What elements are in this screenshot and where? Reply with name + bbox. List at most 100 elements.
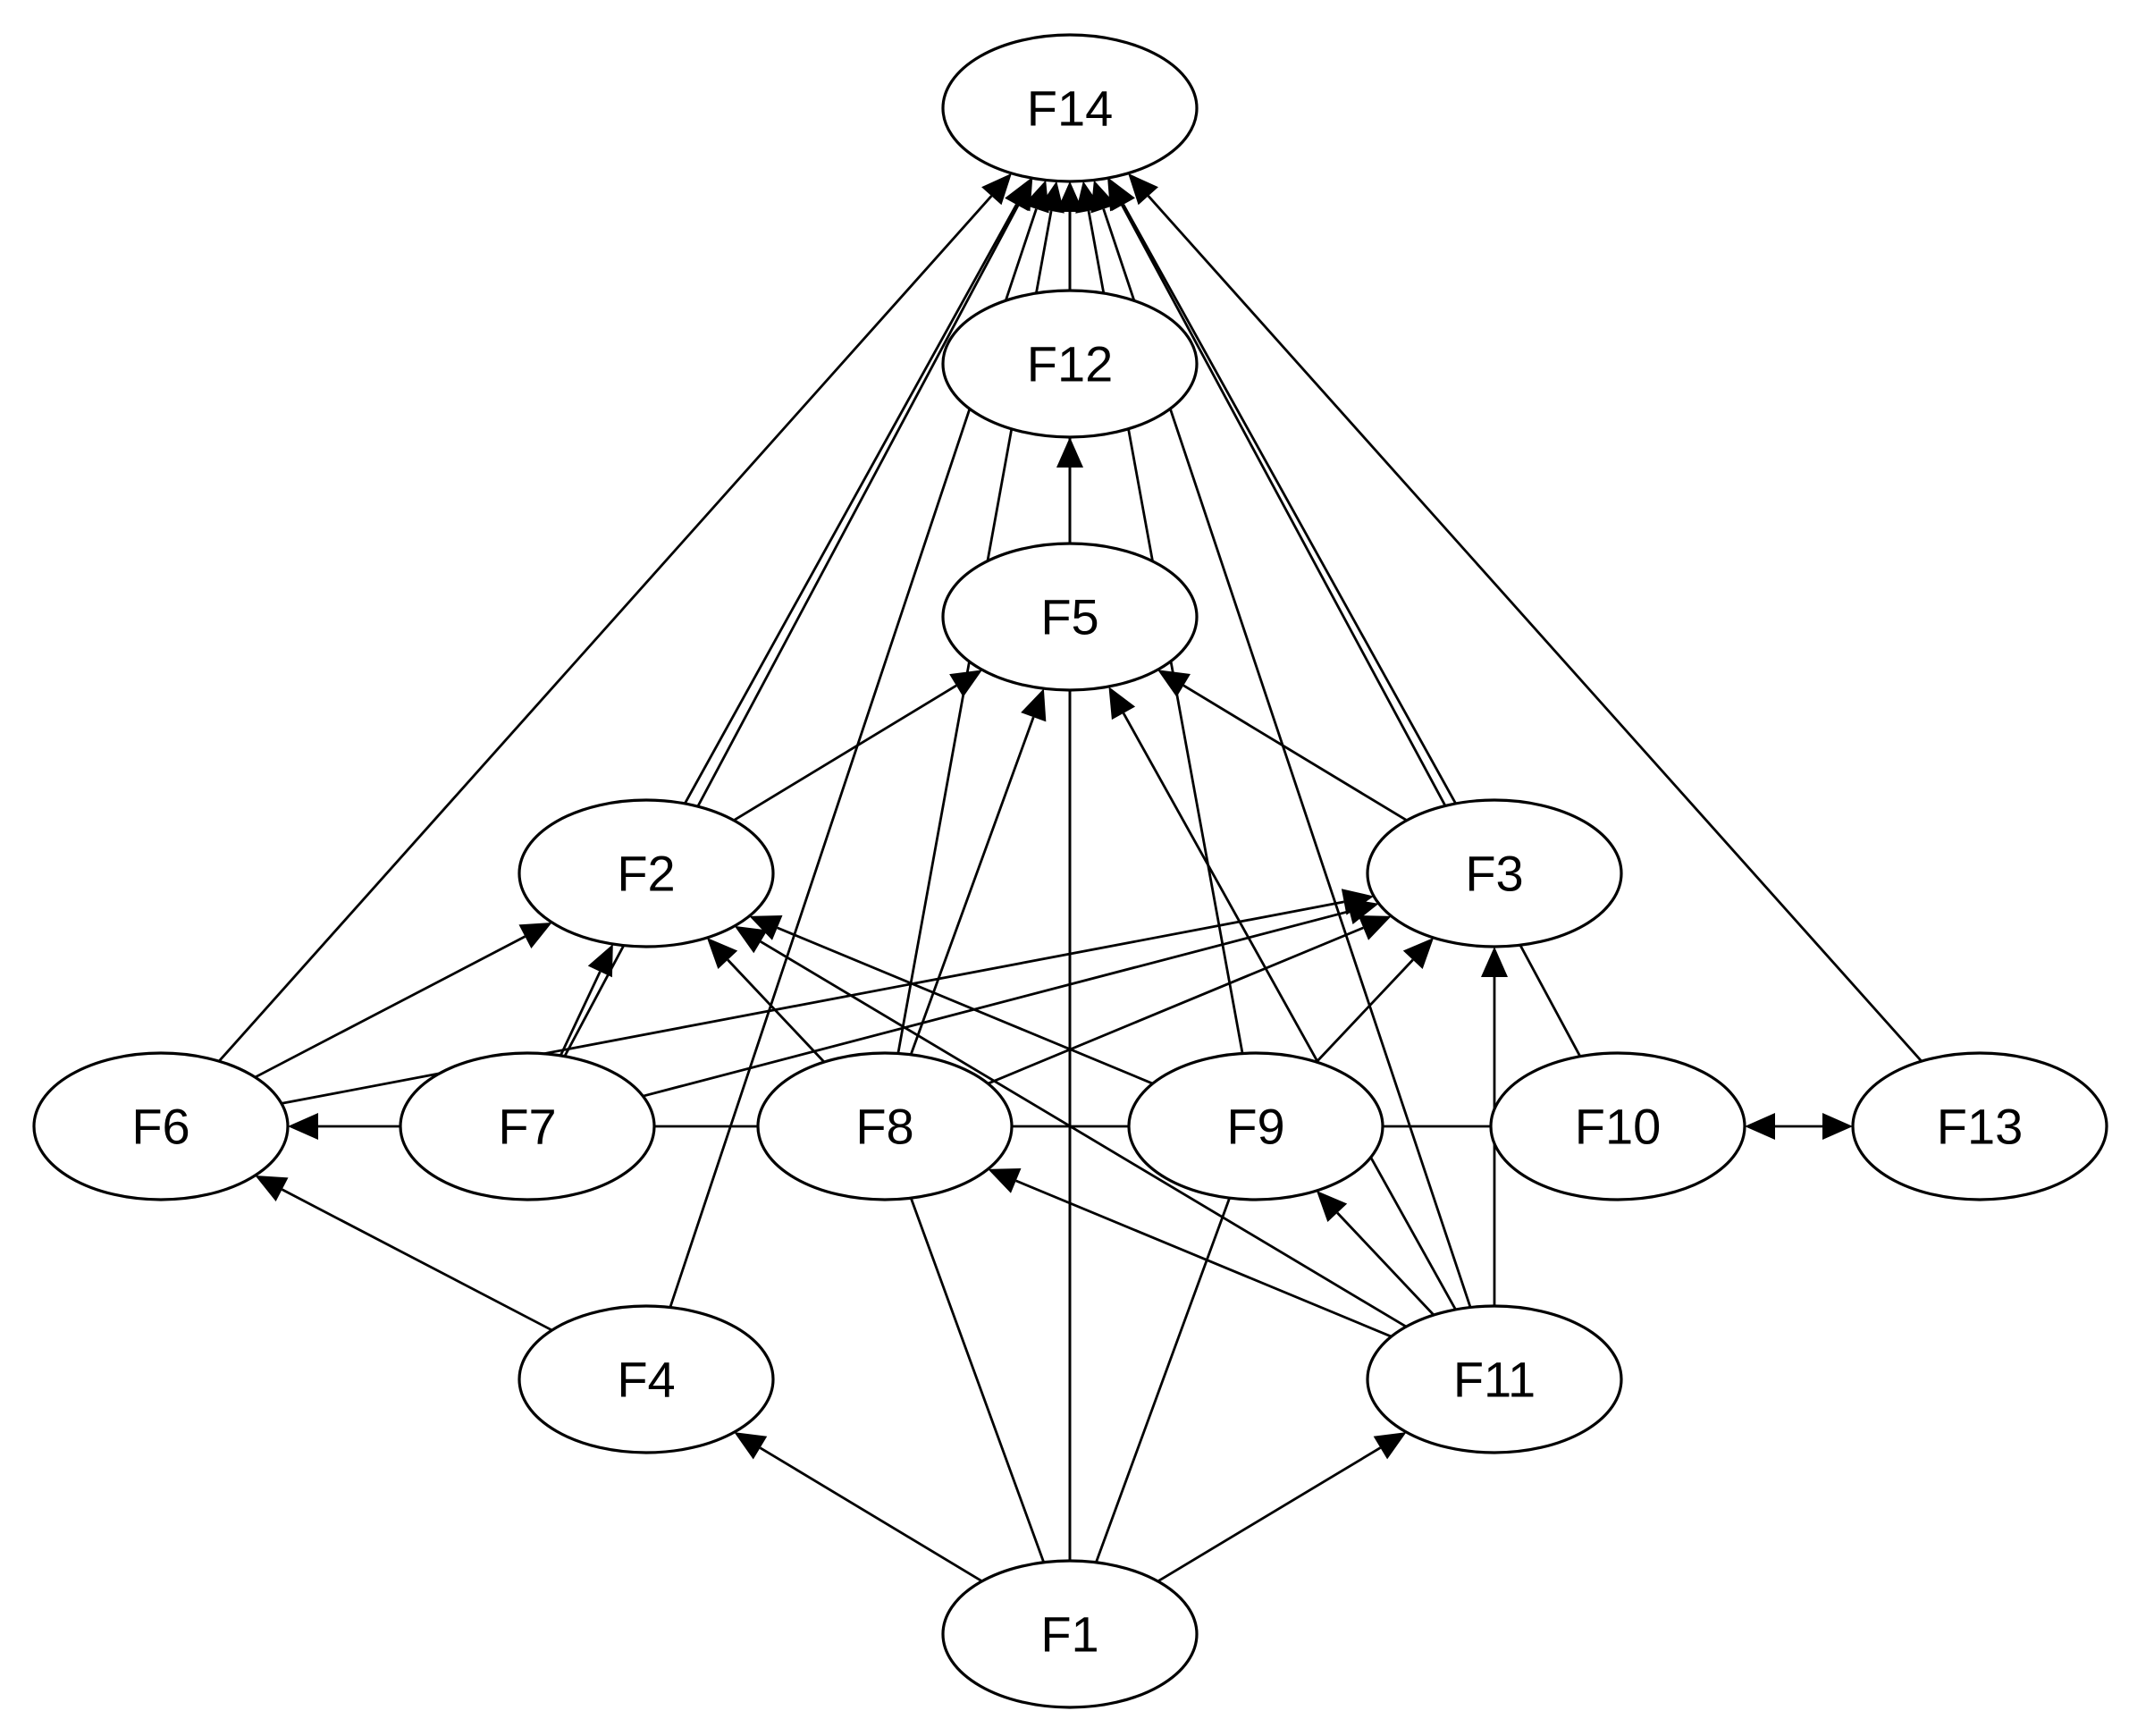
arrowhead-icon (981, 173, 1012, 206)
edge-f11-to-f9 (1316, 1191, 1435, 1316)
node-f3: F3 (1366, 798, 1623, 948)
edge-f2-to-f14 (684, 178, 1031, 805)
edge-f3-to-f14 (1108, 178, 1457, 805)
node-ellipse (399, 1051, 656, 1201)
edge-line (1182, 684, 1408, 822)
node-f6: F6 (32, 1051, 290, 1201)
node-label: F12 (1027, 336, 1114, 392)
node-f7: F7 (399, 1051, 656, 1201)
arrowhead-icon (734, 925, 768, 954)
edge-line (1157, 1446, 1382, 1583)
arrowhead-icon (1128, 173, 1158, 206)
edge-line (909, 716, 1035, 1056)
edge-f1-to-f11 (1157, 1432, 1407, 1583)
arrowhead-icon (734, 1432, 768, 1460)
edge-line (733, 684, 957, 822)
edge-f6-to-f14 (218, 173, 1012, 1063)
arrowhead-icon (1108, 687, 1136, 721)
arrowhead-icon (1481, 947, 1508, 977)
node-ellipse (1489, 1051, 1746, 1201)
node-ellipse (1851, 1051, 2108, 1201)
edge-f7-to-f2 (559, 944, 613, 1057)
edge-line (1122, 204, 1457, 805)
edge-f8-to-f2 (706, 938, 826, 1063)
arrowhead-icon (949, 670, 982, 697)
arrowhead-icon (255, 1175, 289, 1201)
edge-line (760, 940, 1407, 1328)
node-ellipse (32, 1051, 290, 1201)
arrowhead-icon (1345, 897, 1379, 924)
edge-f10-to-f13 (1745, 1113, 1853, 1140)
edge-line (1315, 958, 1414, 1063)
edge-line (1095, 1197, 1231, 1563)
arrowhead-icon (587, 944, 613, 978)
edge-line (684, 204, 1018, 805)
edge-f9-to-f2 (749, 915, 1154, 1085)
arrowhead-icon (1358, 915, 1392, 940)
edge-f7-to-f3 (642, 897, 1379, 1098)
node-label: F11 (1453, 1352, 1536, 1408)
node-ellipse (518, 1304, 775, 1454)
edge-line (987, 926, 1364, 1085)
edge-f6-to-f2 (254, 922, 552, 1079)
node-f4: F4 (518, 1304, 775, 1454)
node-f2: F2 (518, 798, 775, 948)
edge-line (1336, 1211, 1435, 1316)
edge-f7-to-f6 (288, 1113, 400, 1140)
edge-line (909, 1197, 1046, 1563)
edge-f1-to-f4 (734, 1432, 983, 1583)
node-ellipse (1366, 798, 1623, 948)
node-ellipse (1366, 1304, 1623, 1454)
edge-f8-to-f5 (909, 688, 1047, 1056)
edge-f1-to-f8 (909, 1197, 1046, 1563)
arrowhead-icon (1373, 1432, 1407, 1460)
node-label: F10 (1575, 1099, 1662, 1155)
node-ellipse (941, 542, 1199, 692)
edge-line (559, 971, 602, 1057)
node-ellipse (941, 33, 1199, 183)
node-f11: F11 (1366, 1304, 1623, 1454)
edge-f4-to-f6 (255, 1175, 553, 1332)
edge-line (1147, 195, 1923, 1063)
node-f10: F10 (1489, 1051, 1746, 1201)
node-label: F4 (617, 1352, 675, 1408)
node-ellipse (941, 289, 1199, 439)
node-label: F5 (1040, 589, 1098, 645)
arrowhead-icon (1021, 688, 1047, 722)
node-label: F6 (131, 1099, 189, 1155)
node-f9: F9 (1127, 1051, 1384, 1201)
node-f1: F1 (941, 1559, 1199, 1709)
node-label: F2 (617, 846, 675, 902)
node-label: F7 (498, 1099, 556, 1155)
edge-f3-to-f5 (1157, 670, 1408, 822)
edge-f2-to-f5 (733, 670, 982, 822)
arrowhead-icon (288, 1113, 318, 1140)
node-f8: F8 (756, 1051, 1014, 1201)
arrowhead-icon (1023, 180, 1049, 214)
node-f13: F13 (1851, 1051, 2108, 1201)
edge-f5-to-f12 (1056, 437, 1083, 544)
node-label: F3 (1465, 846, 1523, 902)
arrowhead-icon (1822, 1113, 1853, 1140)
node-label: F9 (1226, 1099, 1284, 1155)
arrowhead-icon (988, 1168, 1022, 1193)
arrowhead-icon (1316, 1191, 1348, 1223)
node-label: F14 (1027, 80, 1114, 137)
node-label: F1 (1040, 1606, 1098, 1663)
arrowhead-icon (518, 922, 552, 948)
node-ellipse (756, 1051, 1014, 1201)
arrowhead-icon (706, 938, 738, 970)
edge-f11-to-f8 (988, 1168, 1393, 1338)
node-f14: F14 (941, 33, 1199, 183)
arrowhead-icon (1056, 181, 1083, 212)
node-f12: F12 (941, 289, 1199, 439)
edge-line (777, 926, 1154, 1085)
arrowhead-icon (1402, 938, 1435, 970)
edge-f9-to-f3 (1315, 938, 1435, 1063)
edge-f13-to-f14 (1128, 173, 1923, 1063)
arrowhead-icon (1745, 1113, 1775, 1140)
edge-f8-to-f3 (987, 915, 1392, 1085)
edge-line (254, 935, 526, 1079)
